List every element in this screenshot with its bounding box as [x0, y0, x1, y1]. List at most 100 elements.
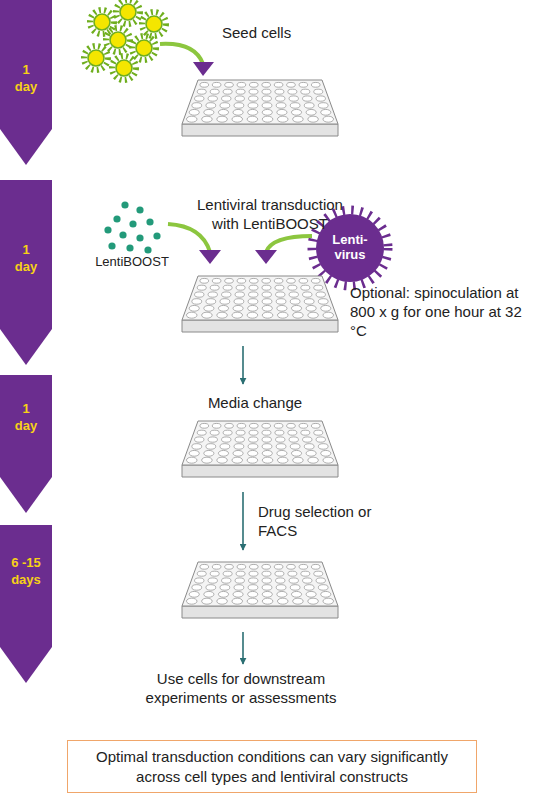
- well: [277, 312, 288, 318]
- well: [248, 305, 258, 311]
- well: [210, 89, 219, 94]
- well: [233, 109, 243, 115]
- well: [304, 103, 314, 109]
- step-arrow: [242, 632, 244, 664]
- well: [189, 450, 199, 456]
- well: [195, 292, 204, 297]
- well: [249, 285, 258, 290]
- well: [206, 444, 216, 450]
- well: [291, 591, 301, 597]
- seed-arrow: [160, 44, 203, 64]
- well: [192, 103, 202, 109]
- well: [212, 82, 221, 87]
- cell: [142, 12, 166, 36]
- chevron-fill: [0, 180, 52, 365]
- well-plate: [182, 562, 338, 618]
- well: [189, 109, 199, 115]
- well: [275, 89, 284, 94]
- well: [208, 437, 217, 442]
- well: [289, 437, 298, 442]
- virus-arrow: [266, 236, 312, 252]
- well: [248, 591, 258, 597]
- well: [314, 89, 323, 94]
- well: [301, 89, 310, 94]
- well: [262, 437, 271, 442]
- well: [262, 305, 272, 311]
- well: [316, 96, 325, 101]
- well: [262, 292, 271, 297]
- well: [304, 585, 314, 591]
- plate-top: [182, 421, 338, 465]
- well: [311, 278, 320, 283]
- well: [232, 116, 243, 122]
- well: [234, 103, 244, 109]
- well: [222, 437, 231, 442]
- virus-label: Lenti- virus: [325, 233, 375, 263]
- well: [212, 278, 221, 283]
- well: [288, 430, 297, 435]
- well: [262, 96, 271, 101]
- optional-note: Optional: spinoculation at 800 x g for o…: [350, 284, 528, 340]
- well: [289, 292, 298, 297]
- well: [274, 423, 283, 428]
- well: [202, 457, 213, 463]
- well: [308, 116, 319, 122]
- day-chevron: 1 day: [0, 0, 52, 165]
- well: [323, 457, 334, 463]
- well: [233, 305, 243, 311]
- day-chevron: 1 day: [0, 180, 52, 365]
- well: [287, 564, 296, 569]
- well: [220, 444, 230, 450]
- well: [288, 571, 297, 576]
- well: [247, 598, 258, 604]
- well: [277, 450, 287, 456]
- well: [195, 96, 204, 101]
- well: [249, 430, 258, 435]
- cell: [112, 56, 136, 80]
- well: [262, 285, 271, 290]
- well: [289, 96, 298, 101]
- well: [262, 450, 272, 456]
- well: [262, 89, 271, 94]
- well: [234, 444, 244, 450]
- well: [223, 430, 232, 435]
- well: [321, 591, 331, 597]
- duration-label: 1 day: [12, 401, 40, 435]
- well: [277, 457, 288, 463]
- well: [236, 571, 245, 576]
- chevron-fill: [0, 0, 52, 165]
- well: [277, 598, 288, 604]
- well: [225, 278, 234, 283]
- well: [316, 292, 325, 297]
- well: [262, 591, 272, 597]
- well: [262, 103, 272, 109]
- well: [247, 116, 258, 122]
- well: [262, 571, 271, 576]
- well: [237, 564, 246, 569]
- cell: [116, 0, 140, 24]
- plate-top: [182, 80, 338, 124]
- well: [287, 278, 296, 283]
- well: [262, 278, 271, 283]
- well: [293, 598, 304, 604]
- well: [217, 312, 228, 318]
- well: [299, 423, 308, 428]
- plate-skirt: [182, 320, 338, 332]
- well: [237, 278, 246, 283]
- well: [197, 89, 206, 94]
- well: [236, 285, 245, 290]
- well: [208, 292, 217, 297]
- well: [234, 585, 244, 591]
- well: [276, 292, 285, 297]
- well: [314, 571, 323, 576]
- well: [225, 82, 234, 87]
- well: [204, 109, 214, 115]
- well: [189, 591, 199, 597]
- well: [262, 430, 271, 435]
- lentiboost-particles: [104, 201, 160, 253]
- well: [186, 312, 197, 318]
- cell-cluster: [84, 0, 166, 80]
- well: [299, 564, 308, 569]
- well: [311, 82, 320, 87]
- well: [306, 109, 316, 115]
